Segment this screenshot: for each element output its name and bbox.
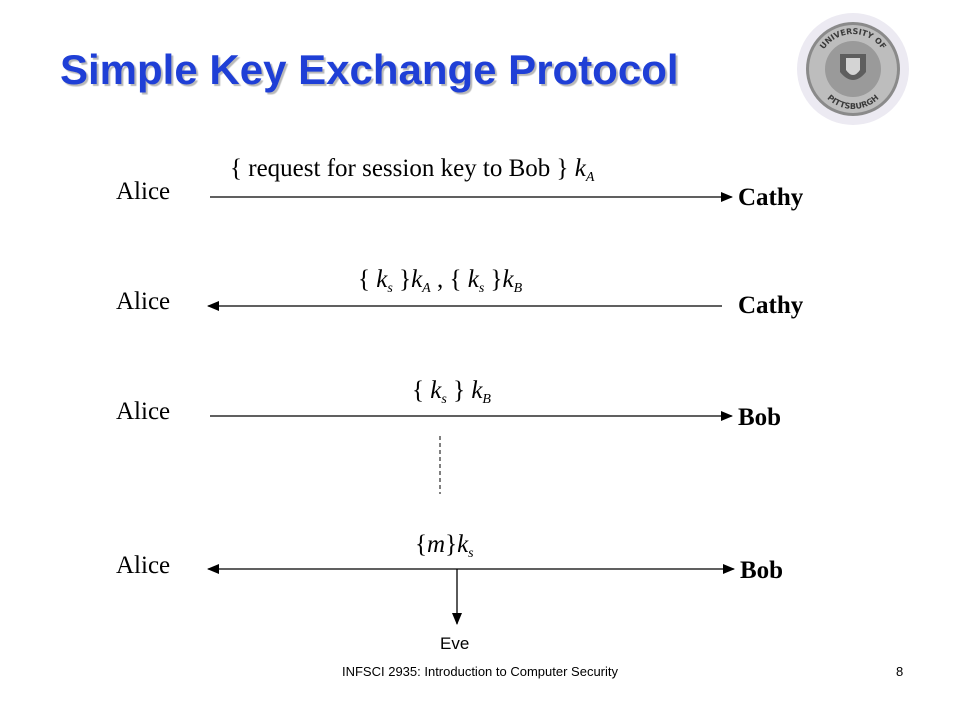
step-3-from: Alice	[116, 398, 171, 425]
step-4-to: Bob	[740, 557, 784, 584]
slide-title: Simple Key Exchange Protocol	[60, 46, 679, 93]
eavesdropper-label: Eve	[440, 634, 470, 653]
step-4-from: Alice	[116, 552, 171, 579]
step-3-message: { ks } kB	[412, 377, 491, 407]
slide-footer: INFSCI 2935: Introduction to Computer Se…	[341, 664, 618, 679]
step-4-message: {m}ks	[415, 531, 474, 561]
step-2-from: Alice	[116, 288, 171, 315]
step-2-message: { ks }kA , { ks }kB	[358, 266, 523, 296]
step-1-from: Alice	[116, 178, 171, 205]
step-3-to: Bob	[738, 404, 782, 431]
step-2-to: Cathy	[738, 292, 804, 319]
page-number: 8	[896, 664, 904, 679]
step-1-message: { request for session key to Bob } kA	[230, 155, 595, 185]
university-seal-icon: UNIVERSITY OF PITTSBURGH	[797, 13, 909, 125]
step-1-to: Cathy	[738, 184, 804, 211]
